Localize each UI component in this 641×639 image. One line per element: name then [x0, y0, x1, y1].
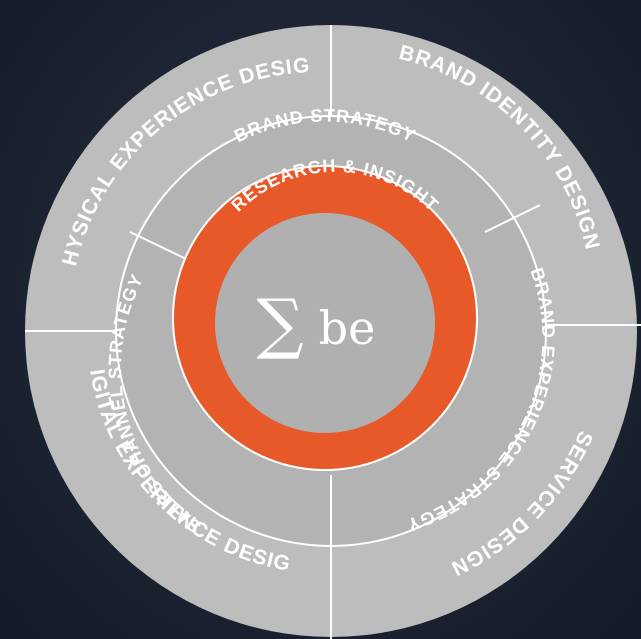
middle-divider-right — [484, 204, 541, 233]
logo-be-text: be — [319, 301, 376, 355]
center-disc — [215, 213, 435, 433]
logo-sigma: ∑ — [256, 285, 303, 362]
center-logo: ∑ be — [215, 213, 435, 433]
